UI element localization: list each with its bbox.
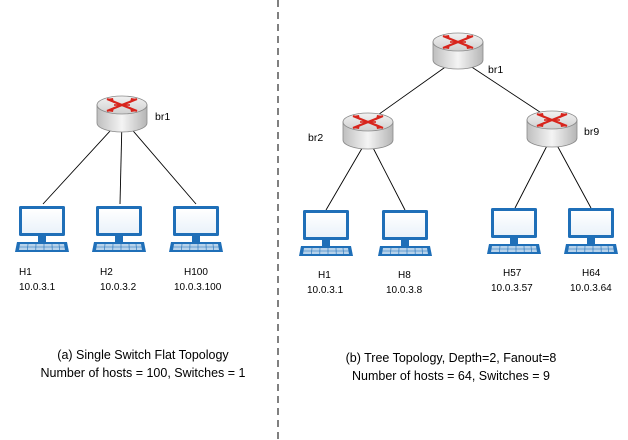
- router-icon: [341, 111, 395, 151]
- host-ip-h8: 10.0.3.8: [386, 285, 423, 296]
- right-caption-title: (b) Tree Topology, Depth=2, Fanout=8: [346, 351, 557, 365]
- host-name-h100: H100: [184, 267, 208, 278]
- computer-icon: [563, 207, 619, 255]
- computer-icon: [168, 205, 224, 253]
- router-icon: [95, 94, 149, 134]
- host-ip-h57: 10.0.3.57: [491, 283, 533, 294]
- left-panel: br1 H1 10.0.3.1 H2 10.0.3.2 H100 10.0.3.…: [14, 94, 246, 380]
- link-br1-h1: [42, 117, 123, 205]
- link-br1-br9: [457, 57, 553, 121]
- router-icon: [431, 31, 485, 71]
- link-br1-h100: [121, 117, 197, 205]
- computer-icon: [298, 209, 354, 257]
- right-panel: br1 br2 br9 H1 10.0.3.1 H8 10.0.3.8 H57 …: [298, 31, 619, 383]
- router-label-br1: br1: [155, 111, 170, 123]
- link-br9-h57: [514, 135, 553, 209]
- right-caption-stats: Number of hosts = 64, Switches = 9: [352, 369, 550, 383]
- host-name-h2: H2: [100, 267, 113, 278]
- left-links: [42, 117, 197, 205]
- computer-icon: [486, 207, 542, 255]
- host-name-h8: H8: [398, 270, 411, 281]
- router-label-br9: br9: [584, 126, 599, 138]
- link-br1-br2: [367, 57, 459, 123]
- right-links: [325, 57, 592, 211]
- router-label-br1: br1: [488, 64, 503, 76]
- host-ip-h64: 10.0.3.64: [570, 283, 612, 294]
- host-name-h57: H57: [503, 268, 522, 279]
- computer-icon: [377, 209, 433, 257]
- host-name-h1: H1: [19, 267, 32, 278]
- link-br2-h8: [367, 137, 406, 211]
- left-caption-stats: Number of hosts = 100, Switches = 1: [41, 366, 246, 380]
- link-br2-h1: [325, 137, 369, 211]
- host-ip-h2: 10.0.3.2: [100, 282, 137, 293]
- link-br1-h2: [119, 119, 123, 205]
- left-caption-title: (a) Single Switch Flat Topology: [57, 348, 229, 362]
- host-ip-h100: 10.0.3.100: [174, 282, 222, 293]
- router-icon: [525, 109, 579, 149]
- host-ip-h1: 10.0.3.1: [19, 282, 56, 293]
- router-label-br2: br2: [308, 132, 323, 144]
- computer-icon: [14, 205, 70, 253]
- computer-icon: [91, 205, 147, 253]
- host-ip-h1: 10.0.3.1: [307, 285, 344, 296]
- host-name-h1: H1: [318, 270, 331, 281]
- link-br9-h64: [551, 135, 592, 209]
- host-name-h64: H64: [582, 268, 601, 279]
